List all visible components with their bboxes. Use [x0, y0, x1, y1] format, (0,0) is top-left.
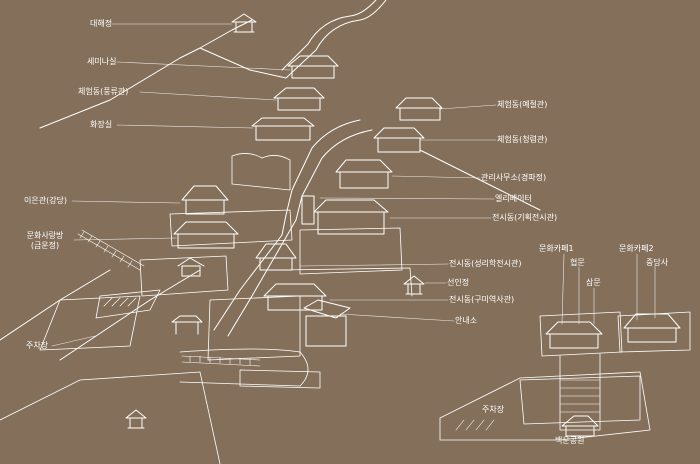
building-pungryu — [273, 87, 325, 111]
building-daehaejeong — [231, 13, 257, 33]
leader-lines — [51, 23, 656, 347]
parking-stalls — [103, 297, 495, 431]
label-jungdangsa: 중당사 — [646, 258, 669, 267]
label-plaza-line2: (금운정) — [30, 241, 60, 250]
label-parking-right: 주차장 — [482, 405, 505, 414]
building-yejeol — [395, 97, 443, 121]
building-small-shelter — [171, 315, 203, 335]
building-cafe2-complex — [623, 313, 681, 343]
building-plaza-kiosk — [177, 257, 205, 277]
building-seoninjeong — [403, 275, 425, 295]
label-sammun: 삼문 — [586, 278, 601, 287]
label-plaza-line1: 문화사랑방 — [26, 231, 64, 240]
building-lower-pavilion — [125, 409, 147, 429]
building-cheongryeom — [373, 127, 425, 153]
label-ieungwan: 이은관(강당) — [24, 196, 68, 205]
label-exp-yejeol: 체험동(예절관) — [497, 100, 548, 109]
building-seminar — [287, 55, 339, 79]
building-restroom — [251, 117, 315, 141]
label-info: 안내소 — [455, 316, 478, 325]
label-exp-pungryu: 체험동(풍류관) — [78, 87, 129, 96]
building-cafe1-complex — [545, 321, 603, 349]
building-hall-planned — [313, 199, 389, 235]
terraces — [0, 153, 691, 464]
label-exp-cheongryeom: 체험동(청렴관) — [497, 135, 548, 144]
label-hall-planned: 전시동(기획전시관) — [492, 213, 558, 222]
roads — [0, 0, 541, 361]
label-parking-left: 주차장 — [26, 341, 49, 350]
label-hyeopmun: 협문 — [570, 258, 585, 267]
label-hall-gumi: 전시동(구미역사관) — [449, 295, 515, 304]
building-hall-gumi — [263, 283, 351, 347]
label-seminar: 세미나실 — [87, 57, 117, 66]
label-elevator: 엘리베이터 — [495, 194, 532, 203]
building-elevator — [301, 195, 315, 225]
label-baekun-park: 백운공원 — [555, 436, 585, 445]
label-seoninjeong: 선인정 — [447, 278, 470, 287]
label-hall-seongni: 전시동(성리학전시관) — [449, 259, 522, 268]
label-cafe1: 문화카페1 — [539, 244, 574, 253]
building-hall-seongni — [255, 243, 297, 271]
buildings — [125, 13, 681, 437]
label-cafe2: 문화카페2 — [619, 244, 654, 253]
building-baekun-gate — [561, 415, 599, 437]
label-daehaejeong: 대해정 — [90, 19, 113, 28]
building-office — [335, 159, 393, 189]
building-munhwa-sarangbang — [173, 221, 239, 249]
building-ieungwan — [181, 185, 229, 215]
stairs — [77, 229, 601, 413]
label-office: 관리사무소(경파정) — [481, 173, 547, 182]
label-restroom: 화장실 — [90, 120, 113, 129]
